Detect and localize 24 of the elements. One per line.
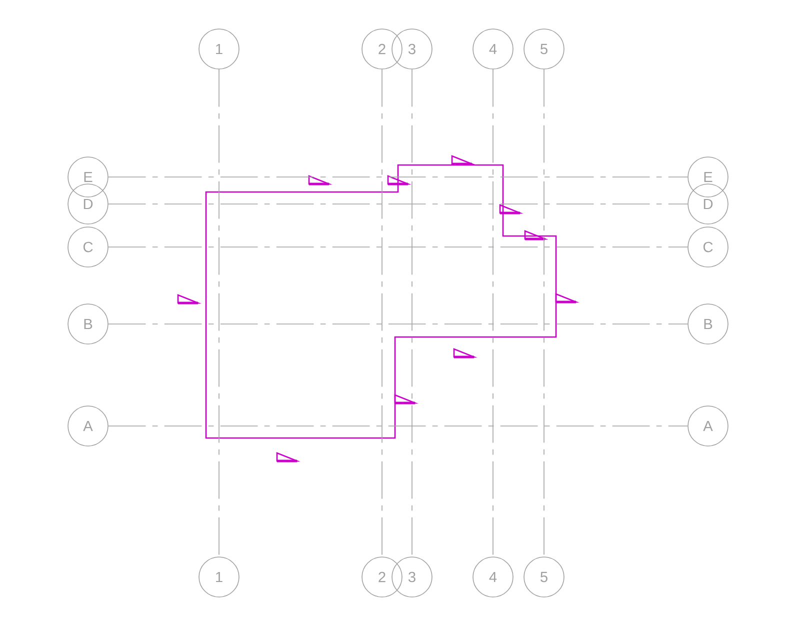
grid-bubble: E bbox=[68, 156, 108, 198]
grid-bubble: 2 bbox=[362, 556, 402, 598]
grid-bubble: 5 bbox=[524, 28, 564, 70]
grid-bubble: D bbox=[68, 184, 108, 224]
grid-bubble: C bbox=[688, 226, 728, 268]
grid-bubble: 1 bbox=[198, 28, 240, 70]
grid-bubble: A bbox=[688, 406, 728, 446]
grid-bubble: 1 bbox=[198, 556, 240, 598]
grid-bubble: 4 bbox=[472, 556, 514, 598]
grid-bubble: 2 bbox=[362, 28, 402, 70]
grid-bubble: 3 bbox=[392, 28, 432, 70]
grid-bubble: B bbox=[68, 304, 108, 344]
grid-bubble: B bbox=[688, 304, 728, 344]
grid-bubble: D bbox=[688, 184, 728, 224]
grid-line bbox=[218, 69, 220, 557]
grid-bubble: 5 bbox=[524, 556, 564, 598]
grid-bubble: 3 bbox=[392, 556, 432, 598]
grid-bubble: 4 bbox=[472, 28, 514, 70]
grid-line bbox=[108, 246, 688, 248]
grid-line bbox=[492, 69, 494, 557]
grid-bubble: A bbox=[68, 406, 108, 446]
grid-line bbox=[108, 176, 688, 178]
grid-bubble: C bbox=[68, 226, 108, 268]
grid-bubble: E bbox=[688, 156, 728, 198]
